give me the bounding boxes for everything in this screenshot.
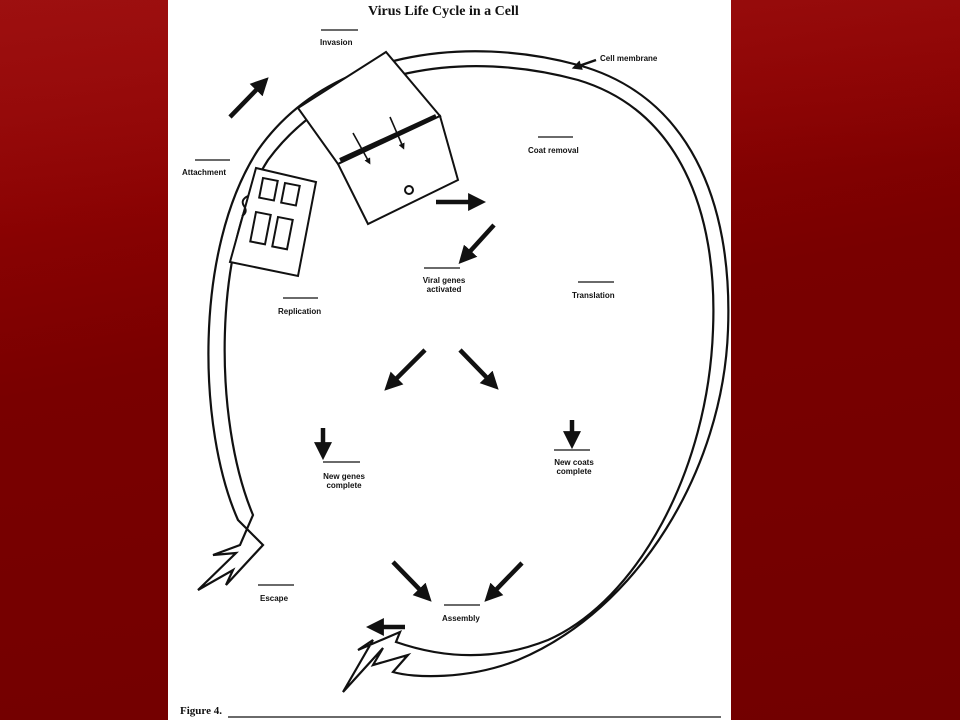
label-cell-membrane: Cell membrane [600, 54, 658, 63]
label-new-coats-line2: complete [556, 467, 592, 476]
label-viral-genes-line1: Viral genes [422, 276, 466, 285]
arrow-genes-to-assembly [391, 560, 432, 602]
label-coat-removal: Coat removal [528, 146, 579, 155]
arrow-coats-to-assembly [484, 561, 524, 602]
membrane-pointer-arrow [571, 58, 597, 70]
label-new-genes: New genes complete [316, 472, 372, 490]
label-viral-genes-line2: activated [426, 285, 462, 294]
answer-blanks [195, 29, 614, 606]
label-attachment: Attachment [182, 168, 227, 177]
label-assembly: Assembly [442, 614, 480, 623]
flow-arrows [228, 77, 581, 636]
label-new-coats-line1: New coats [554, 458, 594, 467]
figure-caption: Figure 4. [180, 705, 222, 717]
cycle-drawing [195, 29, 730, 718]
label-invasion: Invasion [320, 38, 353, 47]
label-translation: Translation [572, 291, 615, 300]
label-replication: Replication [278, 307, 322, 316]
invasion-inner-arrows [352, 116, 405, 165]
arrow-to-translation-branch [458, 348, 499, 390]
invasion-box-illustration [296, 50, 460, 226]
worksheet-page: Virus Life Cycle in a Cell Invasion Cell… [168, 0, 731, 720]
label-new-coats: New coats complete [546, 458, 602, 476]
arrow-to-viral-genes [458, 223, 496, 264]
label-escape: Escape [260, 594, 289, 603]
label-new-genes-line2: complete [326, 481, 362, 490]
diagram-title: Virus Life Cycle in a Cell [368, 4, 519, 19]
label-viral-genes: Viral genes activated [416, 276, 472, 294]
door-illustration [228, 166, 318, 278]
label-new-genes-line1: New genes [323, 472, 365, 481]
arrow-to-replication-branch [384, 348, 427, 391]
arrow-attachment-to-invasion [228, 77, 269, 119]
